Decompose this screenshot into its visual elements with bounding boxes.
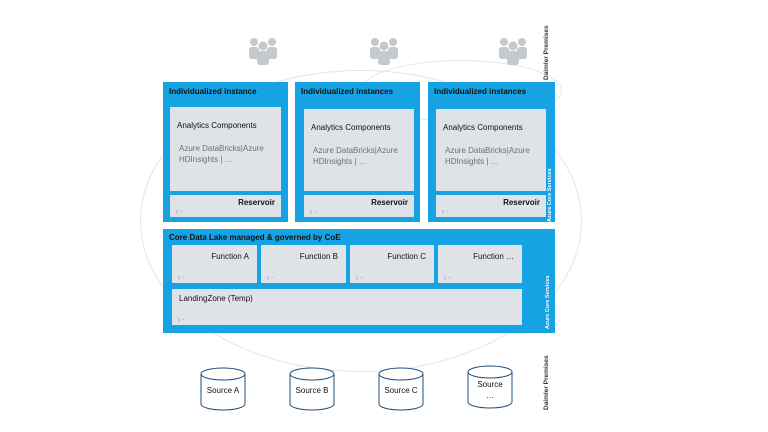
key-icon: ⚷ ⎯ — [355, 275, 363, 281]
premises-label-bottom: Daimler Premises — [543, 355, 550, 410]
reservoir-box: ⚷ ⎯ Reservoir — [170, 195, 281, 217]
source-label: Source B — [295, 386, 329, 395]
key-icon: ⚷ ⎯ — [309, 209, 317, 215]
source-a-database: Source A — [200, 367, 246, 411]
database-cylinder-icon — [289, 367, 335, 411]
reservoir-box: ⚷ ⎯ Reservoir — [436, 195, 546, 217]
function-box-c: Function C ⚷ ⎯ — [350, 245, 434, 283]
core-lake-title: Core Data Lake managed & governed by CoE — [169, 233, 341, 242]
source-label: Source A — [206, 386, 240, 395]
analytics-desc: Azure DataBricks|Azure HDInsights | … — [313, 146, 398, 166]
database-cylinder-icon — [467, 365, 513, 409]
source-b-database: Source B — [289, 367, 335, 411]
instance-panel-2: Individualized instances Analytics Compo… — [295, 82, 420, 222]
reservoir-label: Reservoir — [371, 198, 408, 207]
source-label-ellipsis: … — [486, 391, 494, 400]
reservoir-label: Reservoir — [238, 198, 275, 207]
function-label: Function C — [387, 252, 426, 261]
key-icon: ⚷ ⎯ — [443, 275, 451, 281]
function-label: Function B — [299, 252, 338, 261]
core-data-lake-panel: Core Data Lake managed & governed by CoE… — [163, 229, 555, 333]
users-group-icon — [499, 38, 527, 65]
azure-core-services-label-top: Azure Core Services — [547, 168, 553, 223]
instance-panel-1: Individualized instance Analytics Compon… — [163, 82, 288, 222]
cloud-outline — [140, 70, 582, 372]
landing-zone-label: LandingZone (Temp) — [179, 294, 253, 303]
analytics-title: Analytics Components — [177, 121, 257, 130]
azure-core-services-label-bottom: Azure Core Services — [545, 275, 551, 330]
function-box-more: Function … ⚷ ⎯ — [438, 245, 522, 283]
function-box-b: Function B ⚷ ⎯ — [261, 245, 346, 283]
users-group-icon — [249, 38, 277, 65]
analytics-title: Analytics Components — [311, 123, 391, 132]
source-label: Source — [477, 380, 503, 389]
key-icon: ⚷ ⎯ — [177, 275, 185, 281]
function-label: Function … — [473, 252, 514, 261]
analytics-desc: Azure DataBricks|Azure HDInsights | … — [179, 144, 264, 164]
source-more-database: Source … — [467, 365, 513, 409]
source-label: Source C — [384, 386, 418, 395]
analytics-components-box: Analytics Components Azure DataBricks|Az… — [436, 109, 546, 191]
instance-panel-3: Individualized instances Analytics Compo… — [428, 82, 555, 222]
landing-zone-box: LandingZone (Temp) ⚷ ⎯ — [172, 289, 522, 325]
reservoir-box: ⚷ ⎯ Reservoir — [304, 195, 414, 217]
reservoir-label: Reservoir — [503, 198, 540, 207]
source-c-database: Source C — [378, 367, 424, 411]
database-cylinder-icon — [378, 367, 424, 411]
analytics-components-box: Analytics Components Azure DataBricks|Az… — [170, 107, 281, 191]
database-cylinder-icon — [200, 367, 246, 411]
analytics-components-box: Analytics Components Azure DataBricks|Az… — [304, 109, 414, 191]
instance-title: Individualized instance — [169, 87, 257, 96]
key-icon: ⚷ ⎯ — [266, 275, 274, 281]
instance-title: Individualized instances — [301, 87, 394, 96]
premises-label-top: Daimler Premises — [543, 25, 550, 80]
key-icon: ⚷ ⎯ — [177, 317, 185, 323]
key-icon: ⚷ ⎯ — [441, 209, 449, 215]
key-icon: ⚷ ⎯ — [175, 209, 183, 215]
function-label: Function A — [211, 252, 249, 261]
users-group-icon — [370, 38, 398, 65]
function-box-a: Function A ⚷ ⎯ — [172, 245, 257, 283]
analytics-title: Analytics Components — [443, 123, 523, 132]
analytics-desc: Azure DataBricks|Azure HDInsights | … — [445, 146, 530, 166]
instance-title: Individualized instances — [434, 87, 527, 96]
